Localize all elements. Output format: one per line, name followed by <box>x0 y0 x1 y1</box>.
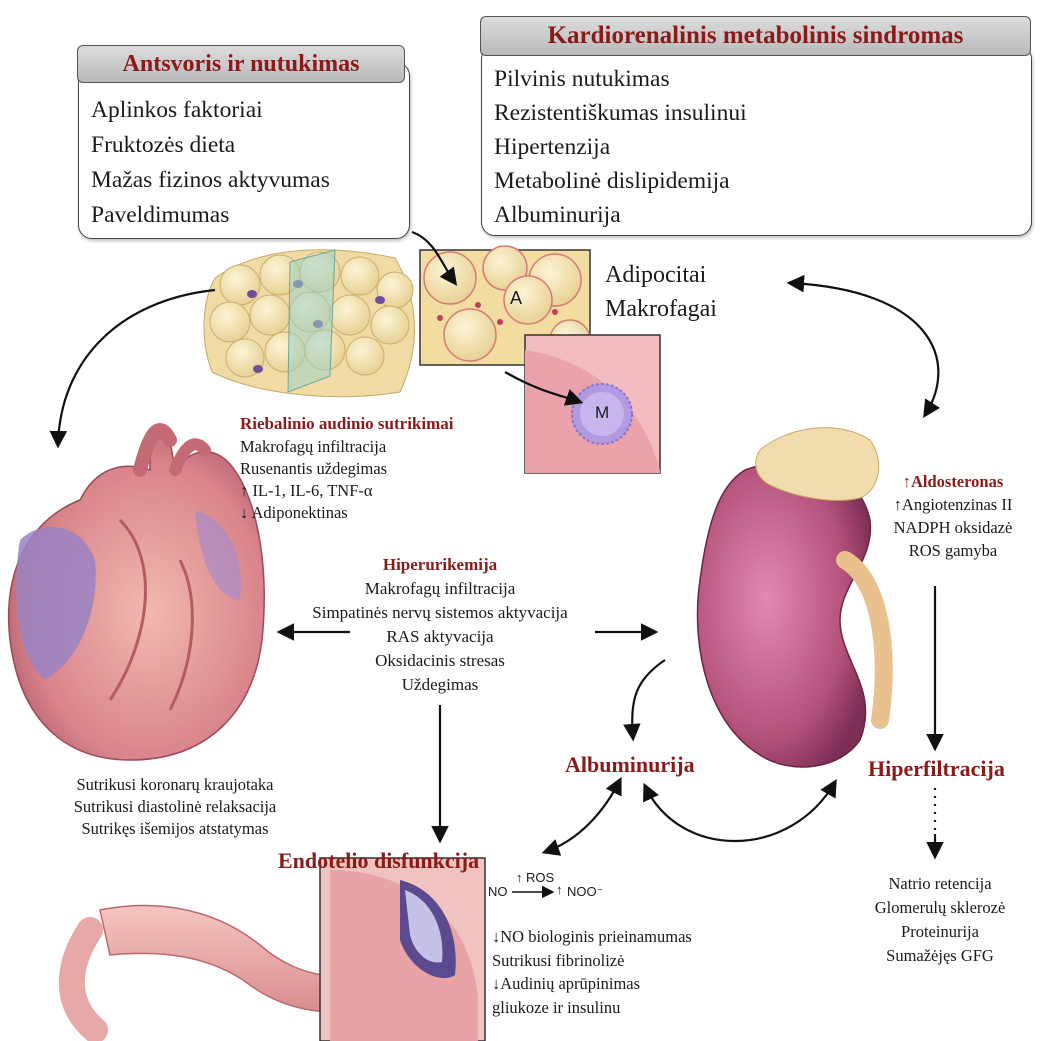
adipose-dysfunction-item: ↑ IL-1, IL-6, TNF-α <box>240 480 387 502</box>
hyperuricemia-list: Hiperurikemija Makrofagų infiltracija Si… <box>270 553 610 697</box>
hyperuricemia-title: Hiperurikemija <box>270 553 610 577</box>
obesity-box-title: Antsvoris ir nutukimas <box>77 45 405 83</box>
obesity-factor-item: Aplinkos faktoriai <box>91 93 330 128</box>
blood-vessel-illustration <box>72 858 485 1041</box>
adipose-dysfunction-item: Makrofagų infiltracija <box>240 436 387 458</box>
crm-syndrome-box: Kardiorenalinis metabolinis sindromas Pi… <box>481 45 1032 236</box>
macrophages-label: Makrofagai <box>605 296 717 323</box>
reaction-no: NO <box>488 884 508 899</box>
kidney-illustration <box>698 428 884 767</box>
crm-criteria-item: Metabolinė dislipidemija <box>494 164 747 198</box>
endothelial-effect-item: ↓Audinių aprūpinimas <box>492 972 692 996</box>
crm-criteria-item: Hipertenzija <box>494 130 747 164</box>
arrow-albuminuria-hyperfiltration <box>645 782 835 841</box>
kidney-factor-item: ↑Angiotenzinas II <box>868 493 1038 516</box>
arrow-adipose-to-heart <box>58 290 215 445</box>
no-ros-reaction: NO ↑ ROS ↑ NOO⁻ <box>488 870 688 904</box>
adipose-dysfunction-title: Riebalinio audinio sutrikimai <box>240 414 454 434</box>
reaction-up-arrow-2: ↑ <box>556 882 563 897</box>
adipose-dysfunction-item: Rusenantis uždegimas <box>240 458 387 480</box>
arrow-adipocytes-kidney <box>790 283 938 415</box>
adipose-dysfunction-item: ↓ Adiponektinas <box>240 502 387 524</box>
crm-criteria-item: Pilvinis nutukimas <box>494 62 747 96</box>
adipocytes-label: Adipocitai <box>605 262 706 289</box>
crm-criteria-item: Albuminurija <box>494 198 747 232</box>
hyperfiltration-label: Hiperfiltracija <box>868 756 1005 782</box>
heart-effect-item: Sutrikusi diastolinė relaksacija <box>20 796 330 818</box>
heart-illustration <box>9 430 265 760</box>
arrow-kidney-to-albuminuria <box>632 660 665 738</box>
heart-effect-item: Sutrikęs išemijos atstatymas <box>20 818 330 840</box>
heart-effect-item: Sutrikusi koronarų kraujotaka <box>20 774 330 796</box>
kidney-factors-list: ↑Aldosteronas ↑Angiotenzinas II NADPH ok… <box>868 470 1038 562</box>
heart-effects-list: Sutrikusi koronarų kraujotaka Sutrikusi … <box>20 774 330 840</box>
reaction-up-arrow: ↑ <box>516 870 523 885</box>
obesity-factor-item: Paveldimumas <box>91 198 330 233</box>
obesity-factor-list: Aplinkos faktoriai Fruktozės dieta Mažas… <box>91 93 330 233</box>
kidney-factor-item: ROS gamyba <box>868 539 1038 562</box>
adipose-dysfunction-list: Makrofagų infiltracija Rusenantis uždegi… <box>240 436 387 524</box>
hyperuricemia-item: Simpatinės nervų sistemos aktyvacija <box>270 601 610 625</box>
macrophage-cell-letter: M <box>595 403 609 423</box>
adipocyte-cell-letter: A <box>510 288 522 309</box>
kidney-factor-item: NADPH oksidazė <box>868 516 1038 539</box>
kidney-effect-item: Sumažėjęs GFG <box>855 944 1025 968</box>
crm-syndrome-box-title: Kardiorenalinis metabolinis sindromas <box>480 16 1031 56</box>
kidney-effects-list: Natrio retencija Glomerulų sklerozė Prot… <box>855 872 1025 968</box>
crm-criteria-list: Pilvinis nutukimas Rezistentiškumas insu… <box>494 62 747 232</box>
kidney-effect-item: Proteinurija <box>855 920 1025 944</box>
endothelial-effect-item: ↓NO biologinis prieinamumas <box>492 925 692 949</box>
macrophage-inset <box>525 335 660 473</box>
hyperuricemia-item: RAS aktyvacija <box>270 625 610 649</box>
hyperuricemia-item: Uždegimas <box>270 673 610 697</box>
albuminuria-label: Albuminurija <box>565 752 695 778</box>
obesity-factor-item: Mažas fizinos aktyvumas <box>91 163 330 198</box>
reaction-ros: ROS <box>526 870 554 885</box>
endothelial-effects-list: ↓NO biologinis prieinamumas Sutrikusi fi… <box>492 925 692 1019</box>
arrow-endothelium-albuminuria <box>545 780 620 852</box>
adipose-tissue-illustration <box>204 250 414 397</box>
endothelial-effect-item: Sutrikusi fibrinolizė <box>492 949 692 973</box>
reaction-peroxynitrite: NOO⁻ <box>567 884 603 900</box>
aldosterone-label: ↑Aldosteronas <box>868 470 1038 493</box>
hyperuricemia-item: Oksidacinis stresas <box>270 649 610 673</box>
endothelial-effect-item: gliukoze ir insulinu <box>492 996 692 1020</box>
obesity-factor-item: Fruktozės dieta <box>91 128 330 163</box>
crm-criteria-item: Rezistentiškumas insulinui <box>494 96 747 130</box>
hyperuricemia-item: Makrofagų infiltracija <box>270 577 610 601</box>
endothelial-dysfunction-title: Endotelio disfunkcija <box>278 848 479 874</box>
kidney-effect-item: Glomerulų sklerozė <box>855 896 1025 920</box>
obesity-box: Antsvoris ir nutukimas Aplinkos faktoria… <box>78 62 410 239</box>
kidney-effect-item: Natrio retencija <box>855 872 1025 896</box>
